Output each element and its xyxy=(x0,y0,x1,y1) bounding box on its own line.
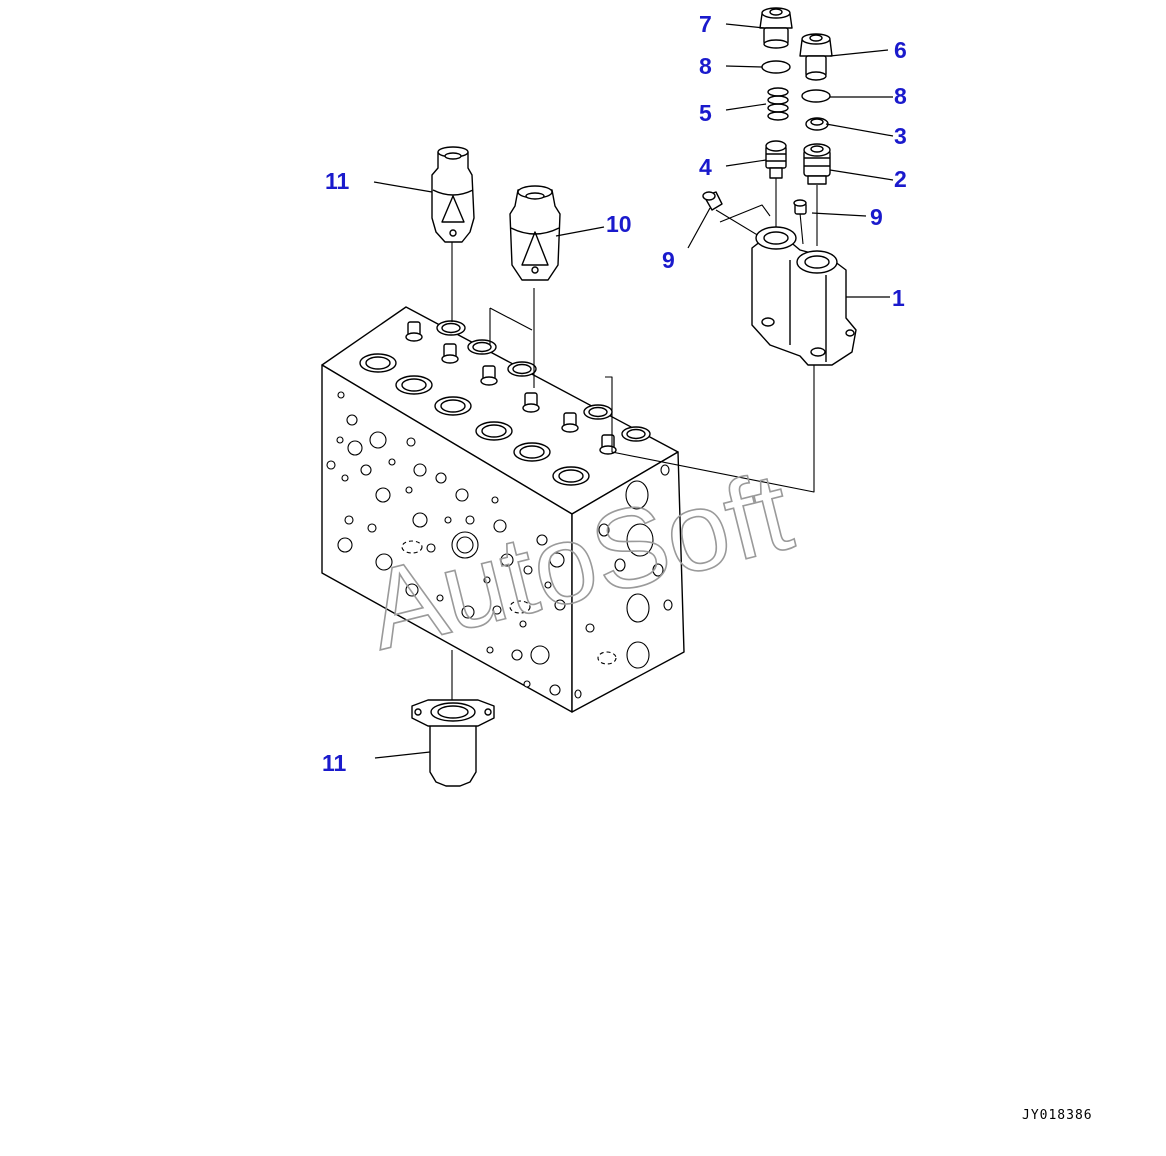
label-part-11-upper: 11 xyxy=(325,168,350,194)
part-1-valve-housing xyxy=(751,226,857,366)
label-part-6: 6 xyxy=(894,37,907,63)
control-valve-block xyxy=(321,306,685,713)
part-11-flange-lower xyxy=(411,699,495,787)
part-11-solenoid-upper xyxy=(431,146,475,243)
part-7-plug xyxy=(759,7,793,49)
part-9-plug-right xyxy=(793,199,807,215)
part-2-plug xyxy=(803,143,831,185)
drawing-code: JY018386 xyxy=(1022,1108,1093,1123)
label-part-8-right: 8 xyxy=(894,83,907,109)
label-part-4: 4 xyxy=(699,154,712,180)
label-part-8-left: 8 xyxy=(699,53,712,79)
part-9-plug-left xyxy=(702,191,723,211)
part-5-spring xyxy=(767,87,789,121)
label-part-2: 2 xyxy=(894,166,907,192)
label-part-3: 3 xyxy=(894,123,907,149)
part-10-solenoid xyxy=(509,185,561,281)
label-part-11-lower: 11 xyxy=(322,750,347,776)
part-3-ring xyxy=(805,117,829,131)
part-8-oring-right xyxy=(801,89,831,103)
label-part-7: 7 xyxy=(699,11,712,37)
part-6-plug xyxy=(799,33,833,81)
label-part-1: 1 xyxy=(892,285,905,311)
label-part-5: 5 xyxy=(699,100,712,126)
part-4-spool xyxy=(765,140,787,179)
callout-lines xyxy=(373,23,894,759)
part-8-oring-left xyxy=(761,60,791,74)
label-part-10: 10 xyxy=(606,211,632,237)
label-part-9-left: 9 xyxy=(662,247,675,273)
label-part-9-right: 9 xyxy=(870,204,883,230)
